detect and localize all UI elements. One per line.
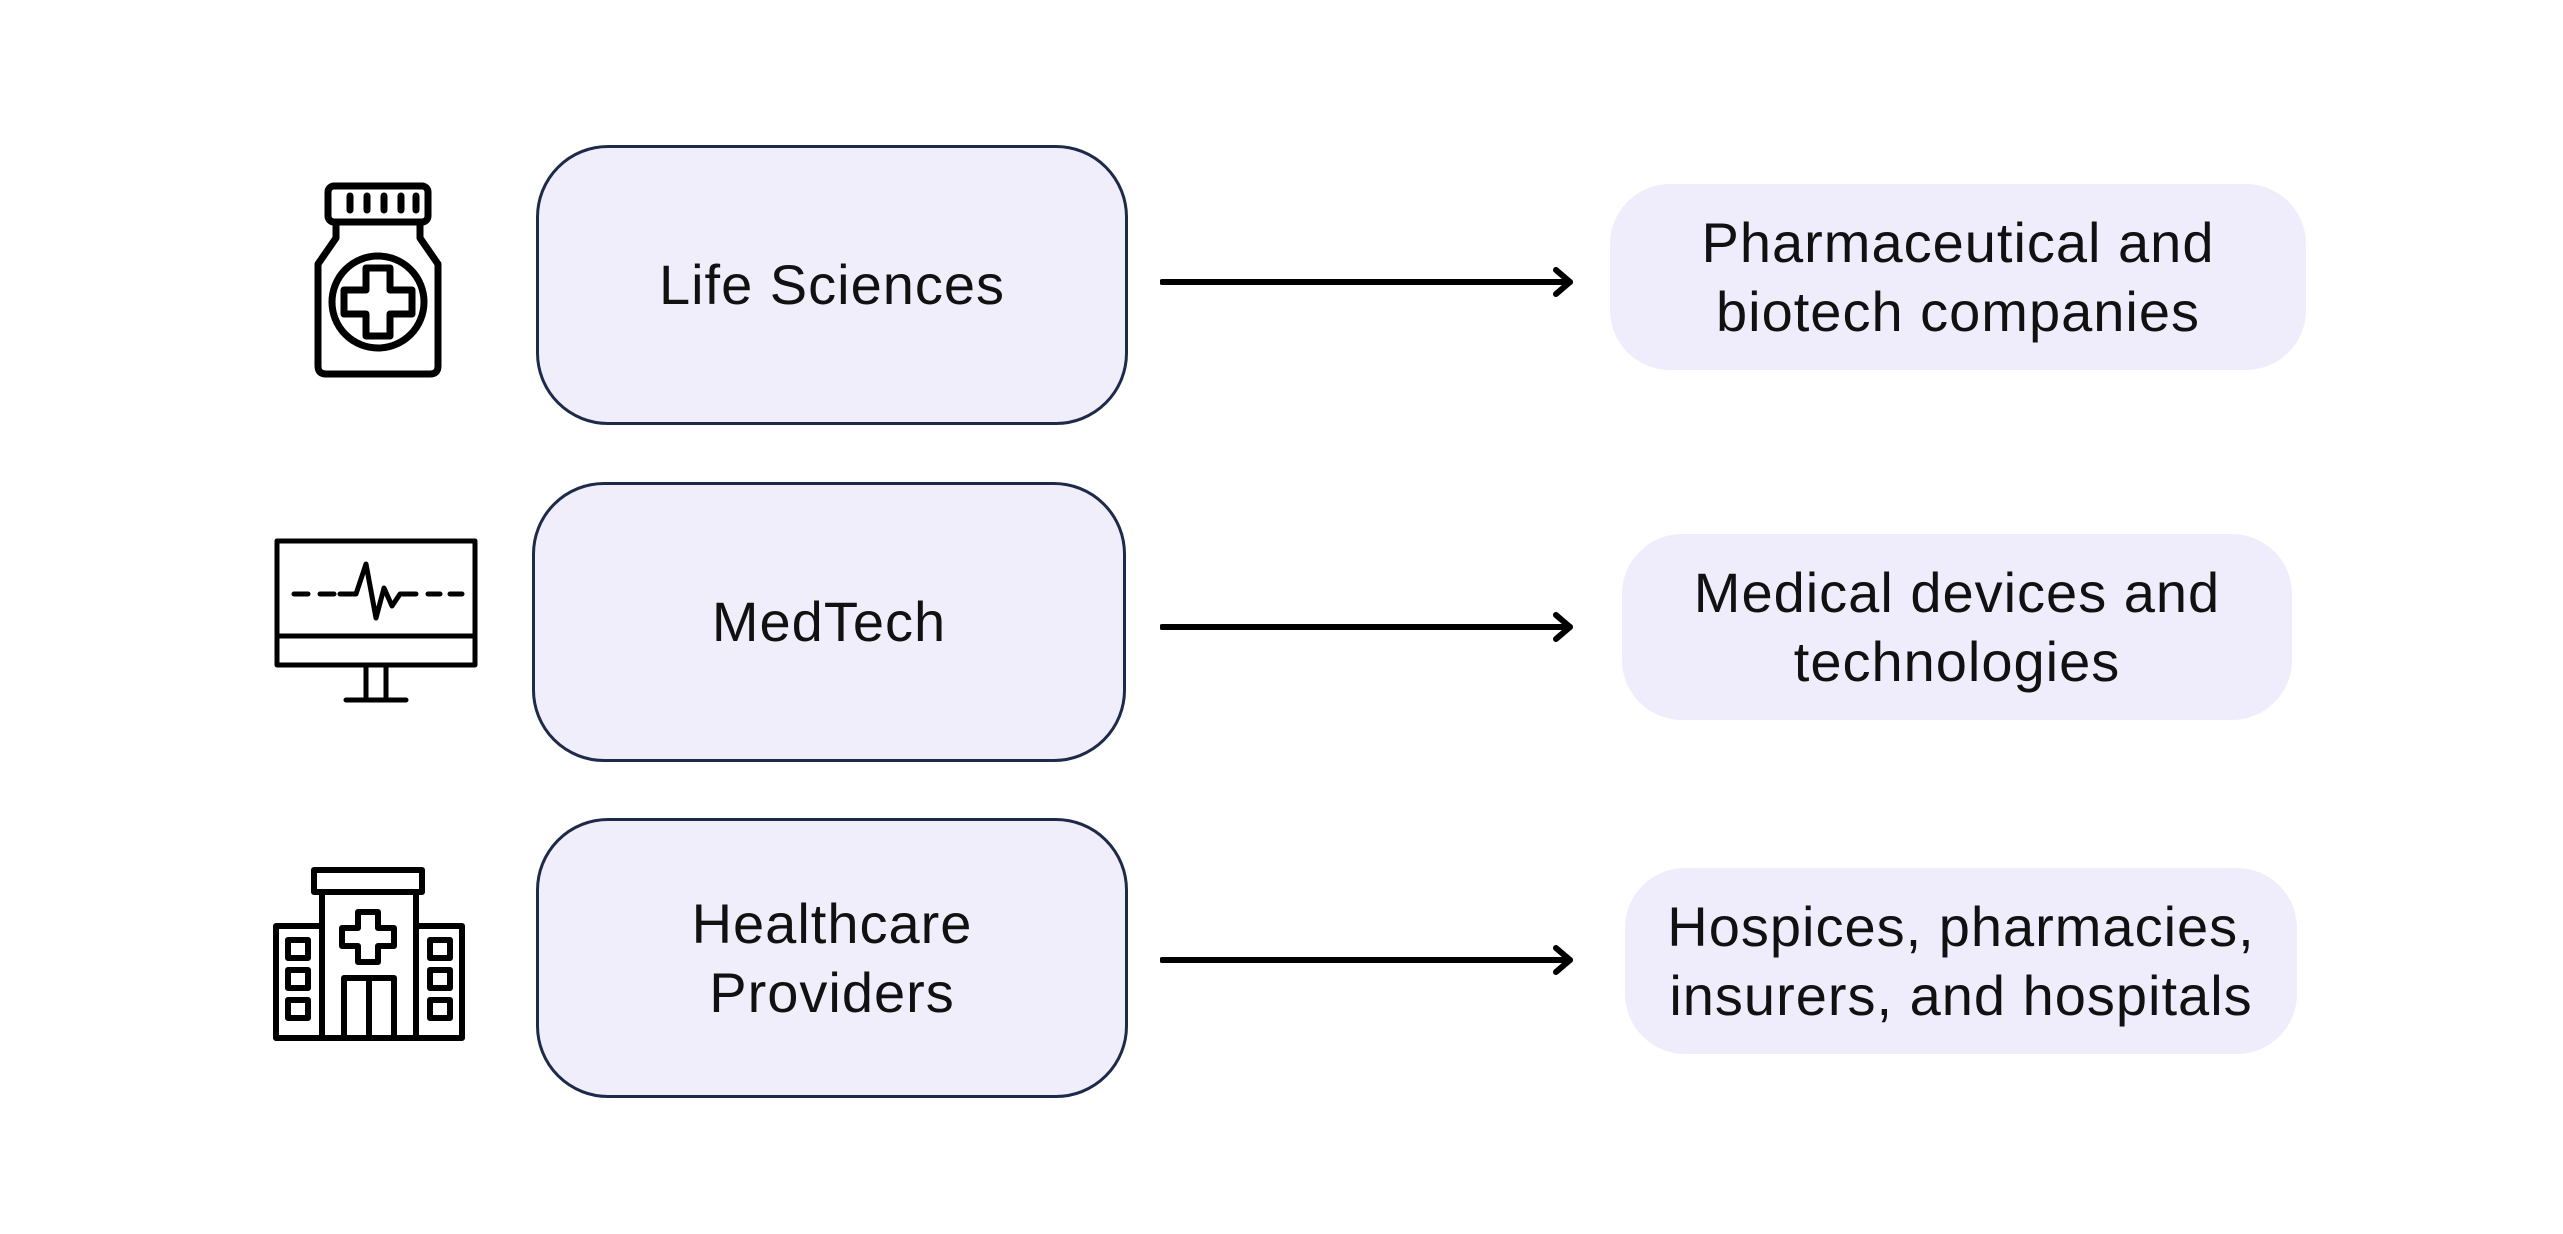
description-box-healthcare-providers: Hospices, pharmacies, insurers, and hosp… (1625, 868, 2297, 1054)
sector-line-2: Providers (709, 961, 955, 1024)
description-line-1: Hospices, pharmacies, (1667, 894, 2255, 958)
arrow-life-sciences (1160, 267, 1573, 297)
description-line-1: Pharmaceutical and (1701, 210, 2215, 274)
sector-box-healthcare-providers: Healthcare Providers (536, 818, 1128, 1098)
description-line-1: Medical devices and (1693, 560, 2221, 624)
hospital-building-icon (273, 867, 465, 1041)
description-box-life-sciences: Pharmaceutical and biotech companies (1610, 184, 2306, 370)
description-line-2: biotech companies (1716, 280, 2200, 343)
arrow-healthcare-providers (1160, 945, 1573, 975)
heart-monitor-icon (274, 538, 478, 703)
sector-box-medtech: MedTech (532, 482, 1126, 762)
description-box-medtech: Medical devices and technologies (1622, 534, 2292, 720)
sector-box-life-sciences: Life Sciences (536, 145, 1128, 425)
medicine-bottle-icon (314, 182, 442, 378)
arrow-medtech (1160, 612, 1573, 642)
description-line-2: insurers, and hospitals (1669, 964, 2253, 1027)
description-line-2: technologies (1793, 630, 2121, 693)
sector-line-1: Healthcare (691, 891, 973, 955)
